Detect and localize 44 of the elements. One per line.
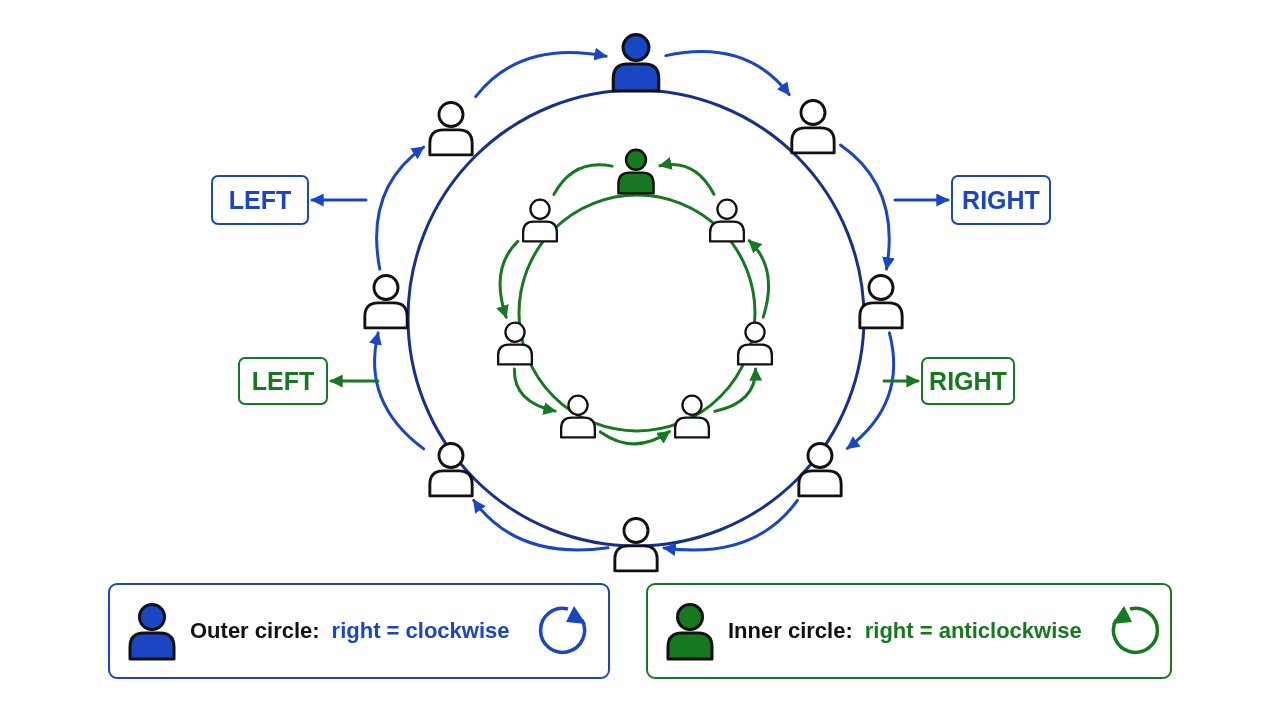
arrow [598,430,671,446]
legend-card [646,583,1172,679]
card-heading: Inner circle: [728,618,853,644]
person-icon [707,197,747,243]
person-icon [856,272,906,330]
arrow [512,367,557,415]
person-icon [615,147,657,195]
person-icon [520,197,560,243]
arrow [375,145,425,271]
person-icon [611,515,661,573]
person-icon [558,393,598,439]
person-icon [795,440,845,498]
arrow [747,239,771,319]
arrow [882,374,920,388]
connector-line [552,163,614,196]
direction-label: RIGHT [921,357,1015,405]
direction-label: LEFT [211,175,309,225]
arrow [496,239,520,319]
person-icon [788,97,838,155]
arrow [329,374,380,388]
direction-label: RIGHT [951,175,1051,225]
direction-label: LEFT [238,357,328,405]
person-icon [609,31,663,93]
person-icon [735,320,775,366]
person-icon [495,320,535,366]
person-icon [426,440,476,498]
person-icon [672,393,712,439]
arrow [713,367,762,413]
card-text: right = clockwise [331,618,510,644]
arrow [369,331,426,451]
arrow [662,498,799,556]
card-heading: Outer circle: [190,618,320,644]
arrow [839,143,895,271]
person-icon [426,99,476,157]
arrow [310,193,368,207]
card-text: right = anticlockwise [864,618,1082,644]
legend-card [108,583,610,679]
arrow [664,50,791,97]
arrow [474,47,608,99]
person-icon [361,272,411,330]
arrow [658,157,716,196]
arrow [472,498,610,552]
arrow [893,193,950,207]
arrow [845,331,896,450]
